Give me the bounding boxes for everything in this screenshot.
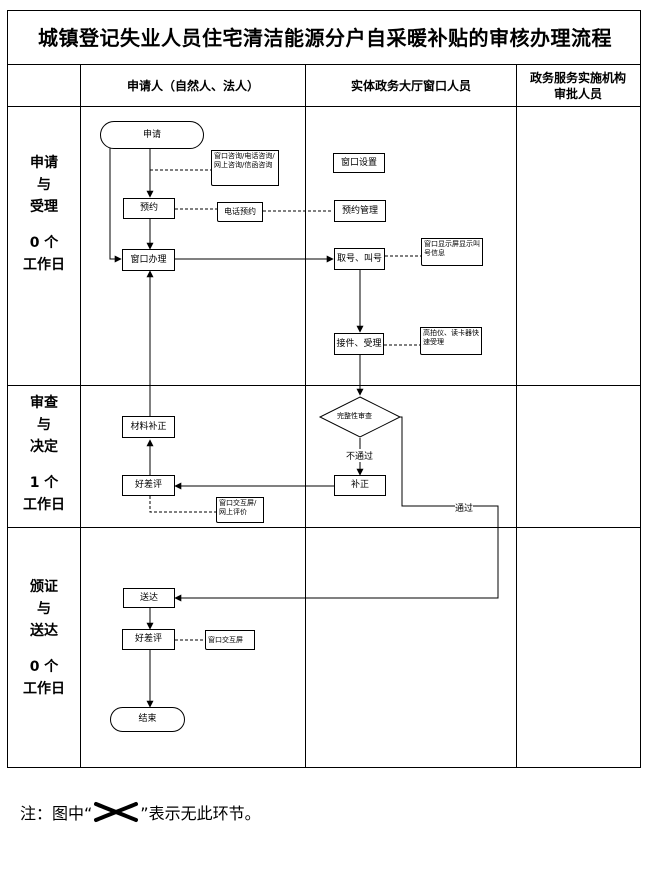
column-header-approver-line2: 审批人员	[553, 87, 602, 101]
node-correct-text: 补正	[350, 480, 369, 490]
stage-apply-l1: 申请	[30, 155, 58, 171]
stage-divider-1	[7, 385, 640, 386]
node-rating-2-text: 好差评	[134, 634, 162, 644]
node-window-setup-text: 窗口设置	[340, 157, 377, 168]
label-fail: 不通过	[346, 449, 374, 462]
column-header-approver-line1: 政务服务实施机构	[529, 71, 626, 85]
node-deliver: 送达	[123, 588, 175, 608]
note-window-screen: 窗口交互屏	[205, 630, 255, 650]
stage-issue: 颁证 与 送达 0 个 工作日	[8, 576, 80, 700]
column-header-approver: 政务服务实施机构 审批人员	[517, 70, 639, 102]
stage-review-days: 1 个	[29, 475, 59, 491]
node-material-fix: 材料补正	[122, 416, 175, 438]
node-accept-text: 接件、受理	[336, 338, 382, 349]
node-window-handle: 窗口办理	[122, 249, 175, 271]
column-header-window-text: 实体政务大厅窗口人员	[350, 79, 471, 93]
node-window-handle-text: 窗口办理	[130, 254, 167, 265]
note-screen-call: 窗口显示屏显示叫号信息	[421, 238, 483, 266]
note-phone-reserve: 电话预约	[217, 202, 263, 222]
stage-issue-l3: 送达	[30, 623, 58, 639]
node-reserve-mgmt: 预约管理	[334, 200, 386, 222]
node-deliver-text: 送达	[139, 592, 158, 603]
node-reserve-mgmt-text: 预约管理	[341, 205, 378, 216]
flowchart-frame	[7, 10, 641, 768]
node-rating-1: 好差评	[122, 475, 175, 496]
stage-issue-l1: 颁证	[30, 579, 58, 595]
node-correct: 补正	[334, 475, 386, 496]
node-end-text: 结束	[138, 714, 157, 724]
stage-review-unit: 工作日	[23, 497, 65, 513]
footnote-suffix: ”表示无此环节。	[140, 804, 261, 823]
footnote: 注：图中“ ”表示无此环节。	[20, 800, 261, 824]
stage-review-l2: 与	[37, 417, 51, 433]
node-end: 结束	[110, 707, 185, 732]
col-divider-2	[305, 64, 306, 767]
label-pass: 通过	[455, 501, 474, 514]
column-header-applicant: 申请人（自然人、法人）	[81, 78, 305, 94]
node-window-setup: 窗口设置	[333, 153, 385, 173]
note-scan-device: 高拍仪、读卡器快速受理	[420, 327, 482, 355]
node-take-number-text: 取号、叫号	[336, 253, 382, 264]
stage-issue-l2: 与	[37, 601, 51, 617]
stage-review-l3: 决定	[30, 439, 58, 455]
stage-apply-days: 0 个	[29, 235, 59, 251]
stage-divider-2	[7, 527, 640, 528]
note-consult: 窗口咨询/电话咨询/网上咨询/信函咨询	[211, 150, 279, 186]
node-apply: 申请	[100, 121, 204, 149]
node-material-fix-text: 材料补正	[130, 421, 167, 432]
node-completeness: 完整性审查	[337, 412, 372, 420]
stage-issue-days: 0 个	[29, 659, 59, 675]
stage-issue-unit: 工作日	[23, 681, 65, 697]
note-window-web: 窗口交互屏/网上评价	[216, 497, 264, 523]
stage-apply-l2: 与	[37, 177, 51, 193]
footnote-prefix: 注：图中“	[20, 804, 93, 823]
node-take-number: 取号、叫号	[334, 248, 385, 270]
col-divider-3	[516, 64, 517, 767]
cross-icon	[94, 802, 139, 822]
stage-review-l1: 审查	[30, 395, 58, 411]
stage-review: 审查 与 决定 1 个 工作日	[8, 392, 80, 516]
column-header-window: 实体政务大厅窗口人员	[306, 78, 516, 94]
stage-apply-l3: 受理	[30, 199, 58, 215]
node-rating-2: 好差评	[122, 629, 175, 650]
node-apply-text: 申请	[142, 129, 161, 140]
header-divider	[7, 106, 640, 107]
page-title: 城镇登记失业人员住宅清洁能源分户自采暖补贴的审核办理流程	[38, 26, 612, 50]
col-divider-1	[80, 64, 81, 767]
completeness-diamond	[318, 396, 402, 438]
node-reserve-text: 预约	[139, 203, 158, 213]
stage-apply: 申请 与 受理 0 个 工作日	[8, 152, 80, 276]
node-reserve: 预约	[123, 198, 175, 219]
column-header-applicant-text: 申请人（自然人、法人）	[126, 79, 259, 93]
node-rating-1-text: 好差评	[134, 480, 162, 490]
stage-apply-unit: 工作日	[23, 257, 65, 273]
node-accept: 接件、受理	[334, 333, 384, 355]
title-divider	[7, 64, 640, 65]
